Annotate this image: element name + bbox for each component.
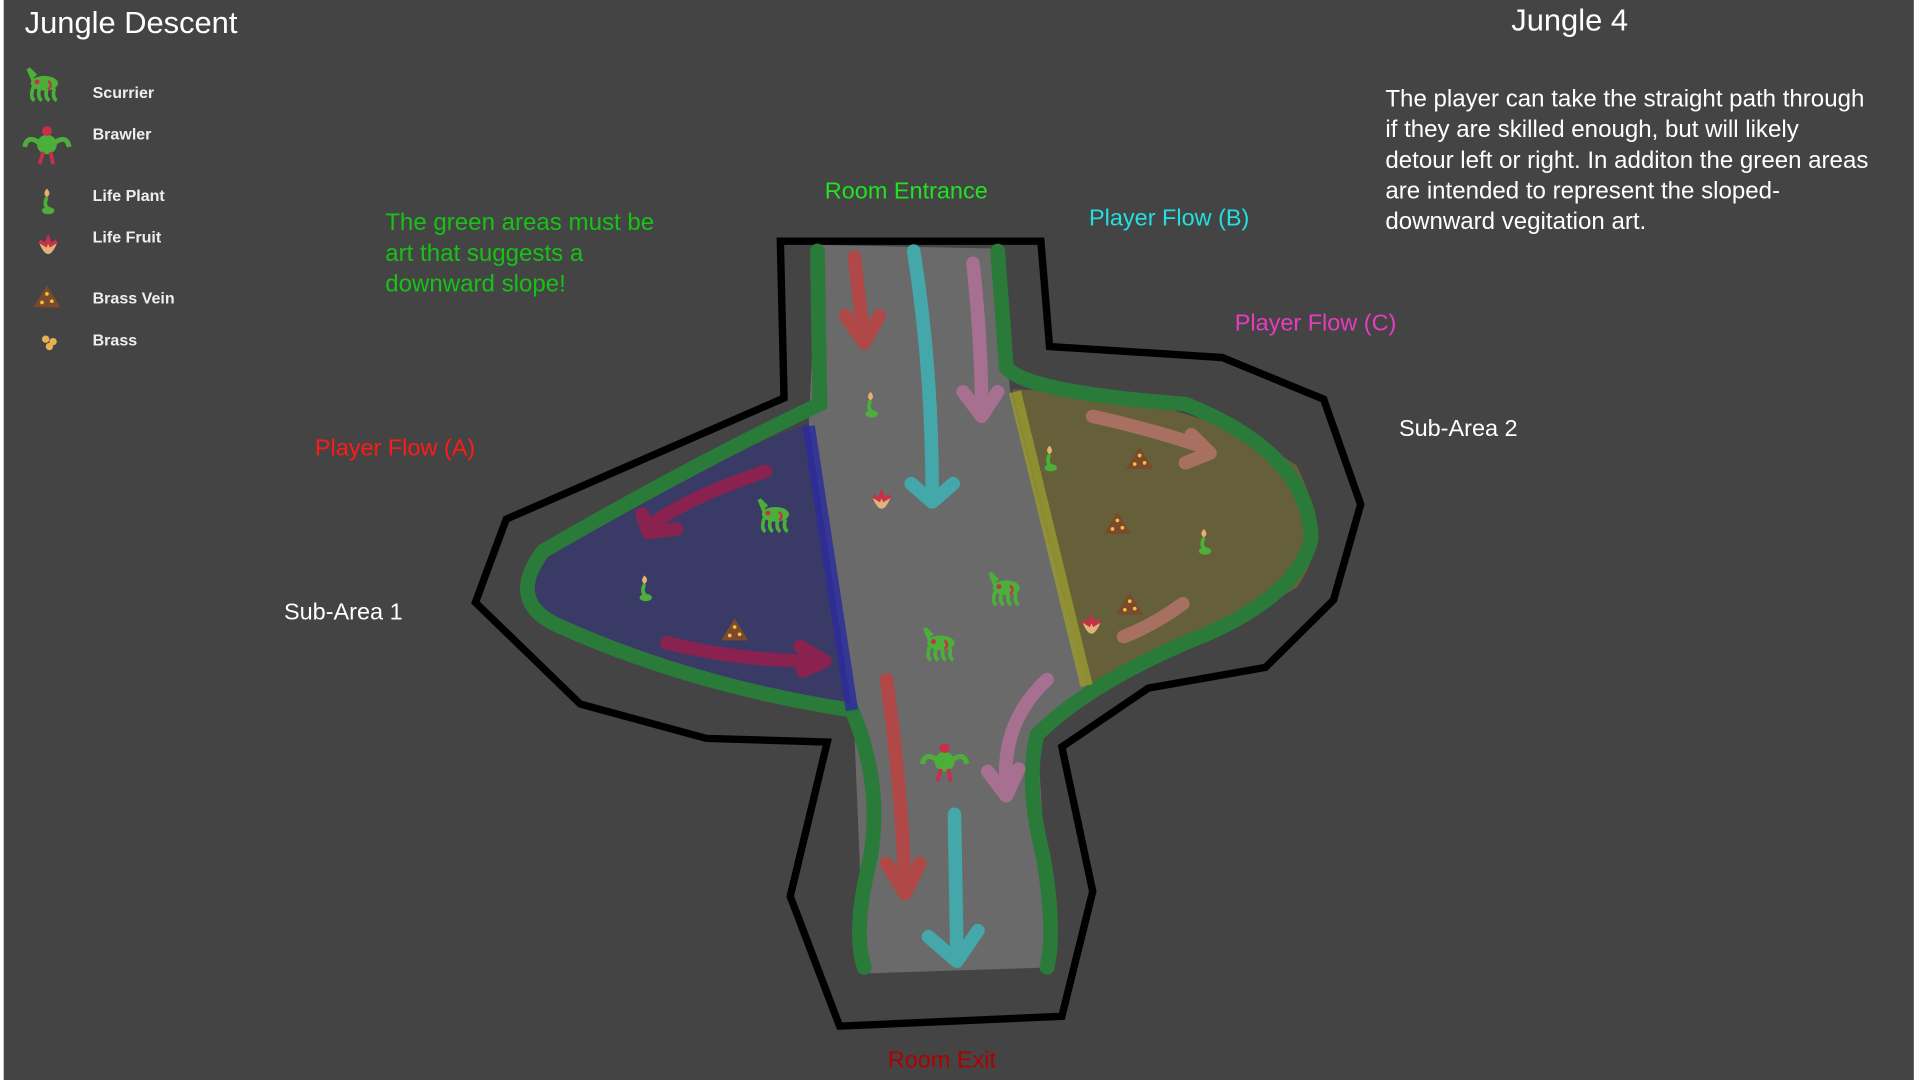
legend-label: Scurrier — [93, 85, 155, 102]
description-line: The player can take the straight path th… — [1385, 86, 1864, 113]
sub-area-1-label: Sub-Area 1 — [284, 599, 403, 625]
room-walls — [471, 237, 1365, 1030]
level-description: The player can take the straight path th… — [1385, 86, 1868, 235]
legend-label: Life Plant — [93, 188, 166, 205]
note-line: downward slope! — [385, 271, 566, 298]
room-entrance-label: Room Entrance — [825, 177, 988, 203]
green-area-note: The green areas must be art that suggest… — [385, 209, 654, 297]
player-flow-c-label: Player Flow (C) — [1235, 310, 1397, 336]
sub-area-1-region — [527, 422, 852, 711]
room-exit-label: Room Exit — [888, 1047, 997, 1073]
legend-label: Life Fruit — [93, 230, 162, 247]
description-line: downward vegitation art. — [1385, 208, 1646, 235]
slope-vegetation-right — [990, 243, 1319, 975]
level-name: Jungle 4 — [1511, 3, 1628, 38]
legend: Scurrier Brawler Life Plant Life Fruit B… — [25, 66, 175, 351]
sub-area-2-label: Sub-Area 2 — [1399, 415, 1518, 441]
slope-vegetation-left — [520, 243, 882, 975]
legend-label: Brass — [93, 332, 138, 349]
description-line: if they are skilled enough, but will lik… — [1385, 116, 1798, 143]
note-line: The green areas must be — [385, 209, 654, 236]
page-title: Jungle Descent — [25, 5, 238, 40]
flow-c-arrows — [956, 256, 1217, 803]
flow-a-arrows — [635, 250, 927, 901]
legend-label: Brass Vein — [93, 291, 175, 308]
flow-b-arrows — [904, 244, 985, 968]
boundary-blue — [802, 425, 859, 712]
room-map — [471, 237, 1365, 1030]
description-line: are intended to represent the sloped- — [1385, 177, 1780, 204]
boundary-yellow — [1008, 390, 1093, 688]
legend-label: Brawler — [93, 127, 152, 144]
player-flow-a-label: Player Flow (A) — [315, 435, 475, 461]
description-line: detour left or right. In additon the gre… — [1385, 147, 1868, 174]
note-line: art that suggests a — [385, 240, 584, 267]
player-flow-b-label: Player Flow (B) — [1089, 204, 1249, 230]
